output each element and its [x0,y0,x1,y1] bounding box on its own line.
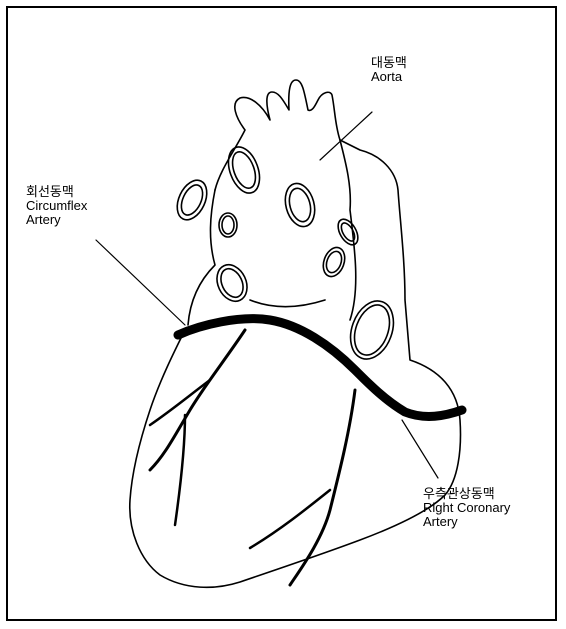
right-coronary-leader [402,420,438,478]
vessel-mid [281,180,319,230]
vessel-lower-left [211,260,252,306]
circumflex-korean: 회선동맥 [26,185,87,199]
aorta-leader [320,112,372,160]
vessel-right-small [334,216,362,248]
right-coronary-english-1: Right Coronary [423,501,510,515]
right-coronary-english-2: Artery [423,515,510,529]
vessel-top [223,143,266,198]
vessel-left [171,175,212,224]
circumflex-english-1: Circumflex [26,199,87,213]
heart-outline [130,140,461,587]
circumflex-english-2: Artery [26,213,87,227]
right-coronary-label: 우측관상동맥 Right Coronary Artery [423,487,510,529]
aorta-english: Aorta [371,70,407,84]
circumflex-leader [96,240,185,325]
coronary-groove [178,319,462,417]
aorta-korean: 대동맥 [371,56,407,70]
aorta-label: 대동맥 Aorta [371,56,407,84]
branch-left [150,330,245,470]
vessel-pulmonary [319,244,348,279]
circumflex-label: 회선동맥 Circumflex Artery [26,185,87,227]
right-coronary-korean: 우측관상동맥 [423,487,510,501]
aorta-trunk [215,80,340,190]
